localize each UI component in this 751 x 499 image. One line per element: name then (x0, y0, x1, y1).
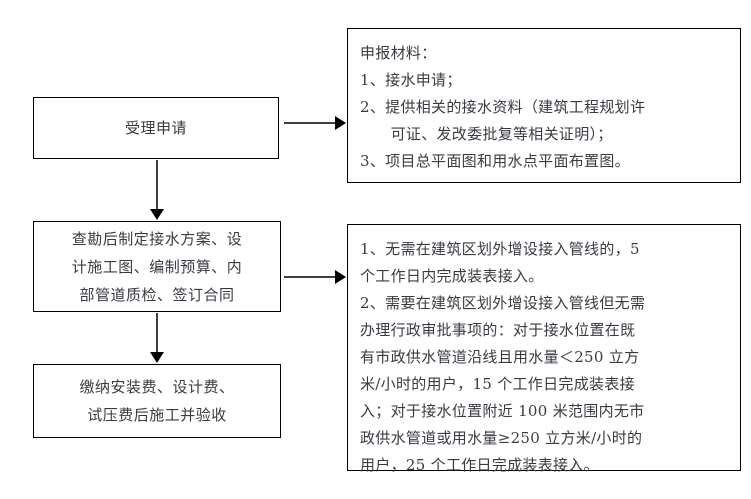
process-node-accept-application[interactable]: 受理申请 (33, 97, 279, 159)
arrow-down-icon-accept-to-plan (147, 160, 167, 220)
arrow-head (150, 352, 164, 363)
arrow-right-icon-plan-to-timing (284, 268, 346, 286)
arrow-right-icon-accept-to-materials (284, 114, 346, 132)
arrow-shaft (284, 122, 336, 124)
process-node-survey-and-plan-label: 查勘后制定接水方案、设 计施工图、编制预算、内 部管道质检、签订合同 (71, 229, 243, 304)
note-box-processing-timeframes-text: 1、无需在建筑区划外增设接入管线的，5 个工作日内完成装表接入。 2、需要在建筑… (360, 240, 646, 474)
note-box-required-materials[interactable]: 申报材料： 1、接水申请； 2、提供相关的接水资料（建筑工程规划许 可证、发改委… (347, 28, 741, 183)
process-node-accept-application-label: 受理申请 (124, 119, 187, 137)
process-node-pay-and-construct-label: 缴纳安装费、设计费、 试压费后施工并验收 (79, 378, 235, 424)
note-box-required-materials-text: 申报材料： 1、接水申请； 2、提供相关的接水资料（建筑工程规划许 可证、发改委… (360, 44, 646, 170)
arrow-shaft (284, 276, 336, 278)
arrow-down-icon-plan-to-pay (147, 313, 167, 363)
process-node-pay-and-construct[interactable]: 缴纳安装费、设计费、 试压费后施工并验收 (33, 364, 281, 438)
arrow-shaft (156, 160, 158, 209)
note-box-processing-timeframes[interactable]: 1、无需在建筑区划外增设接入管线的，5 个工作日内完成装表接入。 2、需要在建筑… (347, 224, 741, 474)
arrow-head (335, 270, 346, 284)
process-node-survey-and-plan[interactable]: 查勘后制定接水方案、设 计施工图、编制预算、内 部管道质检、签订合同 (33, 221, 281, 312)
arrow-head (150, 209, 164, 220)
arrow-head (335, 116, 346, 130)
arrow-shaft (156, 313, 158, 352)
